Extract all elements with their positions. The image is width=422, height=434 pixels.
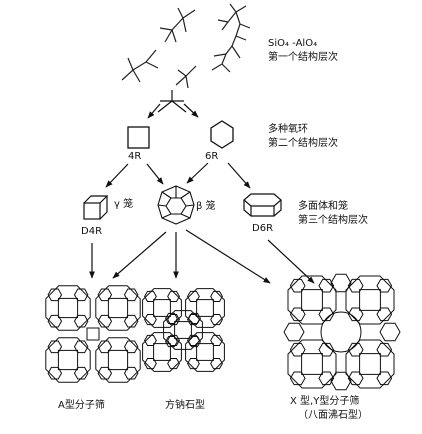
tetrahedra-network [121,3,251,89]
level2-caption-line2: 第二个结构层次 [268,138,338,149]
gamma-cage-label: γ 笼 [114,199,134,210]
d4r-cube [83,195,109,220]
ring-6r-label: 6R [205,151,219,162]
ring-6r-hexagon [210,120,234,149]
level3-caption-line2: 第三个结构层次 [298,215,368,226]
beta-cage-label: β 笼 [196,201,216,212]
level1-formula: SiO₄ -AlO₄ [268,38,318,49]
ring-4r-square [127,126,150,149]
framework-arrows [89,229,315,284]
level2-arrows [105,162,251,189]
sodalite-label: 方钠石型 [165,400,205,411]
a-type-label: A型分子筛 [58,400,105,411]
faujasite-framework [283,273,401,391]
level1-caption: 第一个结构层次 [268,52,338,63]
faujasite-label: （八面沸石型） [298,410,368,421]
beta-cage [157,185,195,225]
merge-junction [147,90,199,119]
level2-caption-line1: 多种氧环 [268,124,308,135]
d6r-prism [243,193,282,217]
d4r-label: D4R [81,226,103,237]
xy-type-label: X 型,Y型分子筛 [290,396,360,407]
level3-caption-line1: 多面体和笼 [298,201,348,212]
ring-4r-label: 4R [128,151,142,162]
a-type-framework [45,285,141,383]
d6r-label: D6R [252,223,274,234]
sodalite-framework [142,288,225,372]
